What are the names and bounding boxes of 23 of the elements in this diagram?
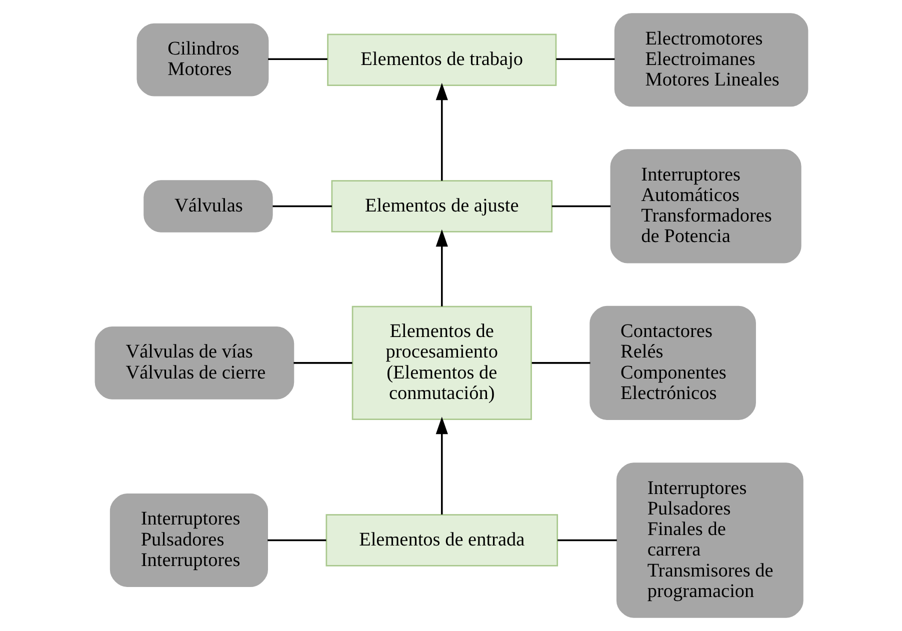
- arrow: [435, 229, 448, 306]
- connector: [531, 362, 590, 364]
- node-box: Interruptores Automáticos Transformadores de Potencia: [610, 149, 801, 264]
- node-box: Válvulas de vías Válvulas de cierre: [94, 326, 294, 400]
- node-box: Interruptores Pulsadores Finales de carrera Transmisores de programacion: [616, 462, 803, 618]
- node-box: Elementos de trabajo: [326, 34, 556, 86]
- connector: [556, 58, 614, 60]
- connector: [293, 362, 352, 364]
- node-box: Elementos de ajuste: [330, 180, 552, 232]
- arrow: [435, 416, 448, 514]
- connector: [551, 205, 610, 208]
- connector: [272, 205, 332, 208]
- connector: [267, 539, 326, 542]
- node-box: Electromotores Electroimanes Motores Lineales: [614, 13, 808, 107]
- node-box: Contactores Relés Componentes Electrónicos: [589, 306, 756, 420]
- node-box: Cilindros Motores: [136, 23, 268, 96]
- node-box: Elementos de entrada: [325, 514, 558, 566]
- node-box: Elementos de procesamiento (Elementos de conmutación): [351, 306, 532, 420]
- arrow: [435, 82, 448, 181]
- connector: [557, 539, 616, 542]
- node-box: Interruptores Pulsadores Interruptores: [109, 494, 268, 587]
- node-box: Válvulas: [143, 180, 272, 232]
- connector: [268, 58, 327, 60]
